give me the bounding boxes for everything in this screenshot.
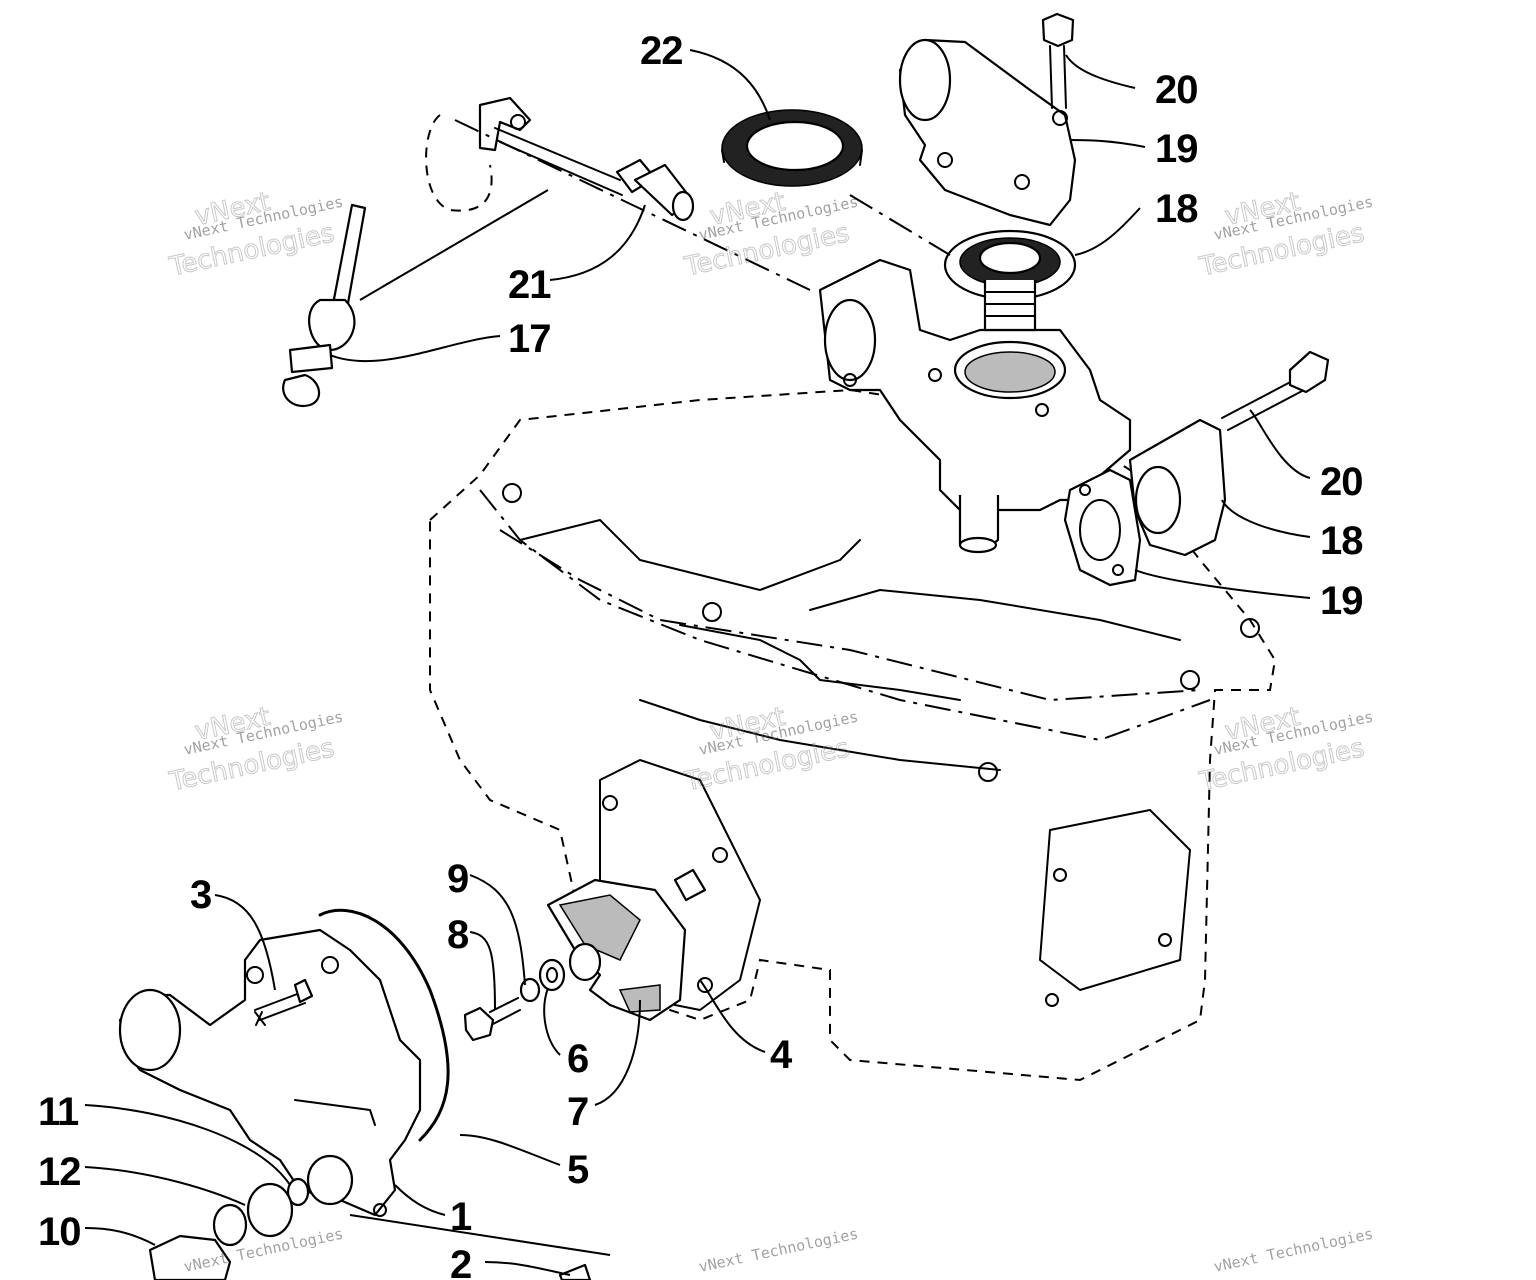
callout-11: 11 bbox=[38, 1090, 79, 1134]
callout-labels: 22 20 19 18 21 17 20 18 19 3 9 8 6 4 7 5… bbox=[38, 29, 1364, 1280]
callout-2: 2 bbox=[450, 1243, 471, 1280]
callout-19: 19 bbox=[1320, 579, 1363, 623]
callout-1: 1 bbox=[450, 1195, 472, 1239]
callout-7: 7 bbox=[567, 1090, 588, 1134]
callout-21: 21 bbox=[508, 263, 551, 307]
impeller-7 bbox=[546, 868, 707, 1022]
drain-bolt-10 bbox=[148, 1234, 592, 1280]
callout-12: 12 bbox=[38, 1150, 81, 1194]
callout-14: 18 bbox=[1155, 187, 1198, 231]
seal-ring-22 bbox=[721, 109, 863, 187]
callout-22: 22 bbox=[640, 29, 683, 73]
pump-cover-group bbox=[118, 908, 450, 1217]
callout-6: 6 bbox=[567, 1037, 588, 1081]
tie-strap-17 bbox=[282, 203, 367, 408]
callout-5: 5 bbox=[567, 1148, 589, 1192]
watermark-text: vNext Technologies bbox=[1212, 1225, 1375, 1276]
washer-9 bbox=[519, 977, 541, 1003]
bolt-8 bbox=[463, 997, 521, 1042]
callout-18: 18 bbox=[1320, 519, 1363, 563]
hose-elbow bbox=[425, 96, 623, 212]
thermostat-cover-15 bbox=[898, 38, 1077, 227]
callout-16: 20 bbox=[1155, 68, 1198, 112]
callout-10: 10 bbox=[38, 1210, 81, 1254]
temp-sensor-21 bbox=[615, 158, 695, 222]
callout-20: 20 bbox=[1320, 460, 1363, 504]
washer-6 bbox=[538, 958, 566, 992]
gasket-19 bbox=[1063, 468, 1142, 587]
watermark-text: vNext Technologies bbox=[697, 1225, 860, 1276]
callout-3: 3 bbox=[190, 873, 211, 917]
washers-11-12 bbox=[212, 1177, 310, 1247]
bolt-20 bbox=[1221, 350, 1330, 431]
leader-lines bbox=[84, 49, 1311, 1276]
callout-17: 17 bbox=[508, 317, 551, 361]
callout-15: 19 bbox=[1155, 127, 1198, 171]
engine-block-outline bbox=[429, 388, 1277, 1082]
callout-9: 9 bbox=[447, 857, 468, 901]
thermostat-housing bbox=[818, 258, 1132, 554]
bolt-16 bbox=[1041, 12, 1075, 109]
callout-8: 8 bbox=[447, 913, 469, 957]
outlet-elbow-18 bbox=[1128, 418, 1227, 557]
thermostat-14 bbox=[943, 229, 1077, 332]
callout-4: 4 bbox=[770, 1033, 793, 1077]
